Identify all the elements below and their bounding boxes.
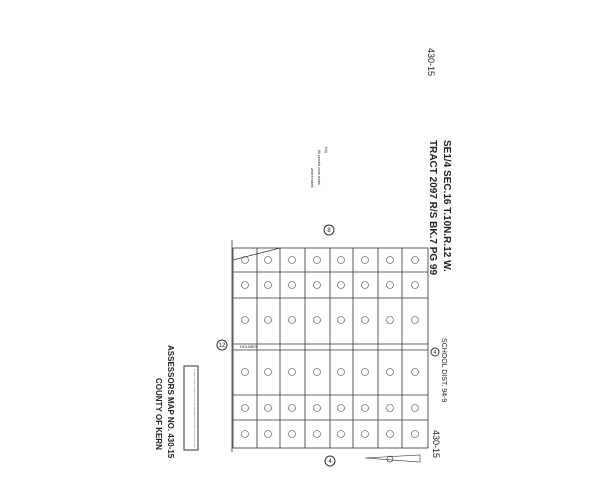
map-circle-4-right: 4 xyxy=(430,347,440,357)
parcel-circle xyxy=(386,404,394,412)
parcel-circle xyxy=(241,256,249,264)
parcel-circle xyxy=(337,430,345,438)
parcel-circle xyxy=(264,281,272,289)
parcel-circle xyxy=(386,430,394,438)
section-title: SE1/4 SEC.16 T.10N.R.12 W. xyxy=(441,140,452,272)
parcel-circle xyxy=(288,316,296,324)
map-circle-4-bottom: 4 xyxy=(324,455,336,467)
svg-text:8: 8 xyxy=(327,228,331,234)
parcel-circle xyxy=(288,256,296,264)
parcel-labels xyxy=(241,256,419,438)
page-number-bottom: 430-15 xyxy=(431,430,441,458)
map-circle-12: 12 xyxy=(216,339,228,351)
parcel-circle xyxy=(337,256,345,264)
parcel-circle xyxy=(288,281,296,289)
parcel-circle xyxy=(411,256,419,264)
county-name: COUNTY OF KERN xyxy=(154,378,163,450)
parcel-circle xyxy=(386,368,394,376)
parcel-circle xyxy=(264,404,272,412)
north-arrow-circle-icon xyxy=(386,455,394,463)
parcel-circle xyxy=(411,316,419,324)
svg-text:4: 4 xyxy=(328,459,332,465)
parcel-circle xyxy=(411,430,419,438)
parcel-circle xyxy=(313,256,321,264)
parcel-circle xyxy=(313,368,321,376)
parcel-circle xyxy=(411,281,419,289)
page-number-top: 430-15 xyxy=(426,48,436,76)
parcel-circle xyxy=(241,281,249,289)
parcel-circle xyxy=(313,281,321,289)
assessor-map-title: ASSESSORS MAP NO. 430-15 xyxy=(166,345,175,459)
parcel-circle xyxy=(361,281,369,289)
north-arrow-icon xyxy=(364,454,421,463)
note-line-2: All parcels zone annot. xyxy=(317,150,321,185)
parcel-circle xyxy=(361,368,369,376)
parcel-circle xyxy=(288,404,296,412)
parcel-circle xyxy=(313,404,321,412)
svg-text:4: 4 xyxy=(434,350,437,356)
svg-text:12: 12 xyxy=(219,343,226,349)
parcel-circle xyxy=(361,430,369,438)
parcel-circle xyxy=(386,316,394,324)
parcel-circle xyxy=(264,316,272,324)
parcel-circle xyxy=(313,316,321,324)
parcel-grid xyxy=(231,240,429,452)
parcel-circle xyxy=(241,368,249,376)
parcel-circle xyxy=(337,404,345,412)
parcel-circle xyxy=(313,430,321,438)
parcel-circle xyxy=(288,368,296,376)
note-line-1: N.ly xyxy=(324,147,328,153)
disclaimer-box xyxy=(183,365,199,451)
parcel-circle xyxy=(411,368,419,376)
parcel-circle xyxy=(241,404,249,412)
parcel-circle xyxy=(288,430,296,438)
school-district: SCHOOL DIST. 94-9 xyxy=(440,338,447,402)
disclaimer-text: Note: This map is for assessment purpose… xyxy=(193,369,196,447)
tract-title: TRACT 2097 R/S BK.7 PG 99 xyxy=(427,140,438,275)
parcel-circle xyxy=(361,256,369,264)
parcel-circle xyxy=(361,404,369,412)
parcel-circle xyxy=(386,281,394,289)
parcel-circle xyxy=(337,368,345,376)
parcel-circle xyxy=(264,430,272,438)
note-line-3: where noted xyxy=(310,168,314,187)
street-label: HOLMES xyxy=(240,344,257,349)
parcel-circle xyxy=(411,404,419,412)
parcel-circle xyxy=(264,368,272,376)
parcel-circle xyxy=(361,316,369,324)
parcel-circle xyxy=(386,256,394,264)
map-circle-8: 8 xyxy=(323,224,335,236)
parcel-circle xyxy=(264,256,272,264)
parcel-circle xyxy=(337,281,345,289)
parcel-circle xyxy=(241,316,249,324)
parcel-circle xyxy=(241,430,249,438)
parcel-circle xyxy=(337,316,345,324)
